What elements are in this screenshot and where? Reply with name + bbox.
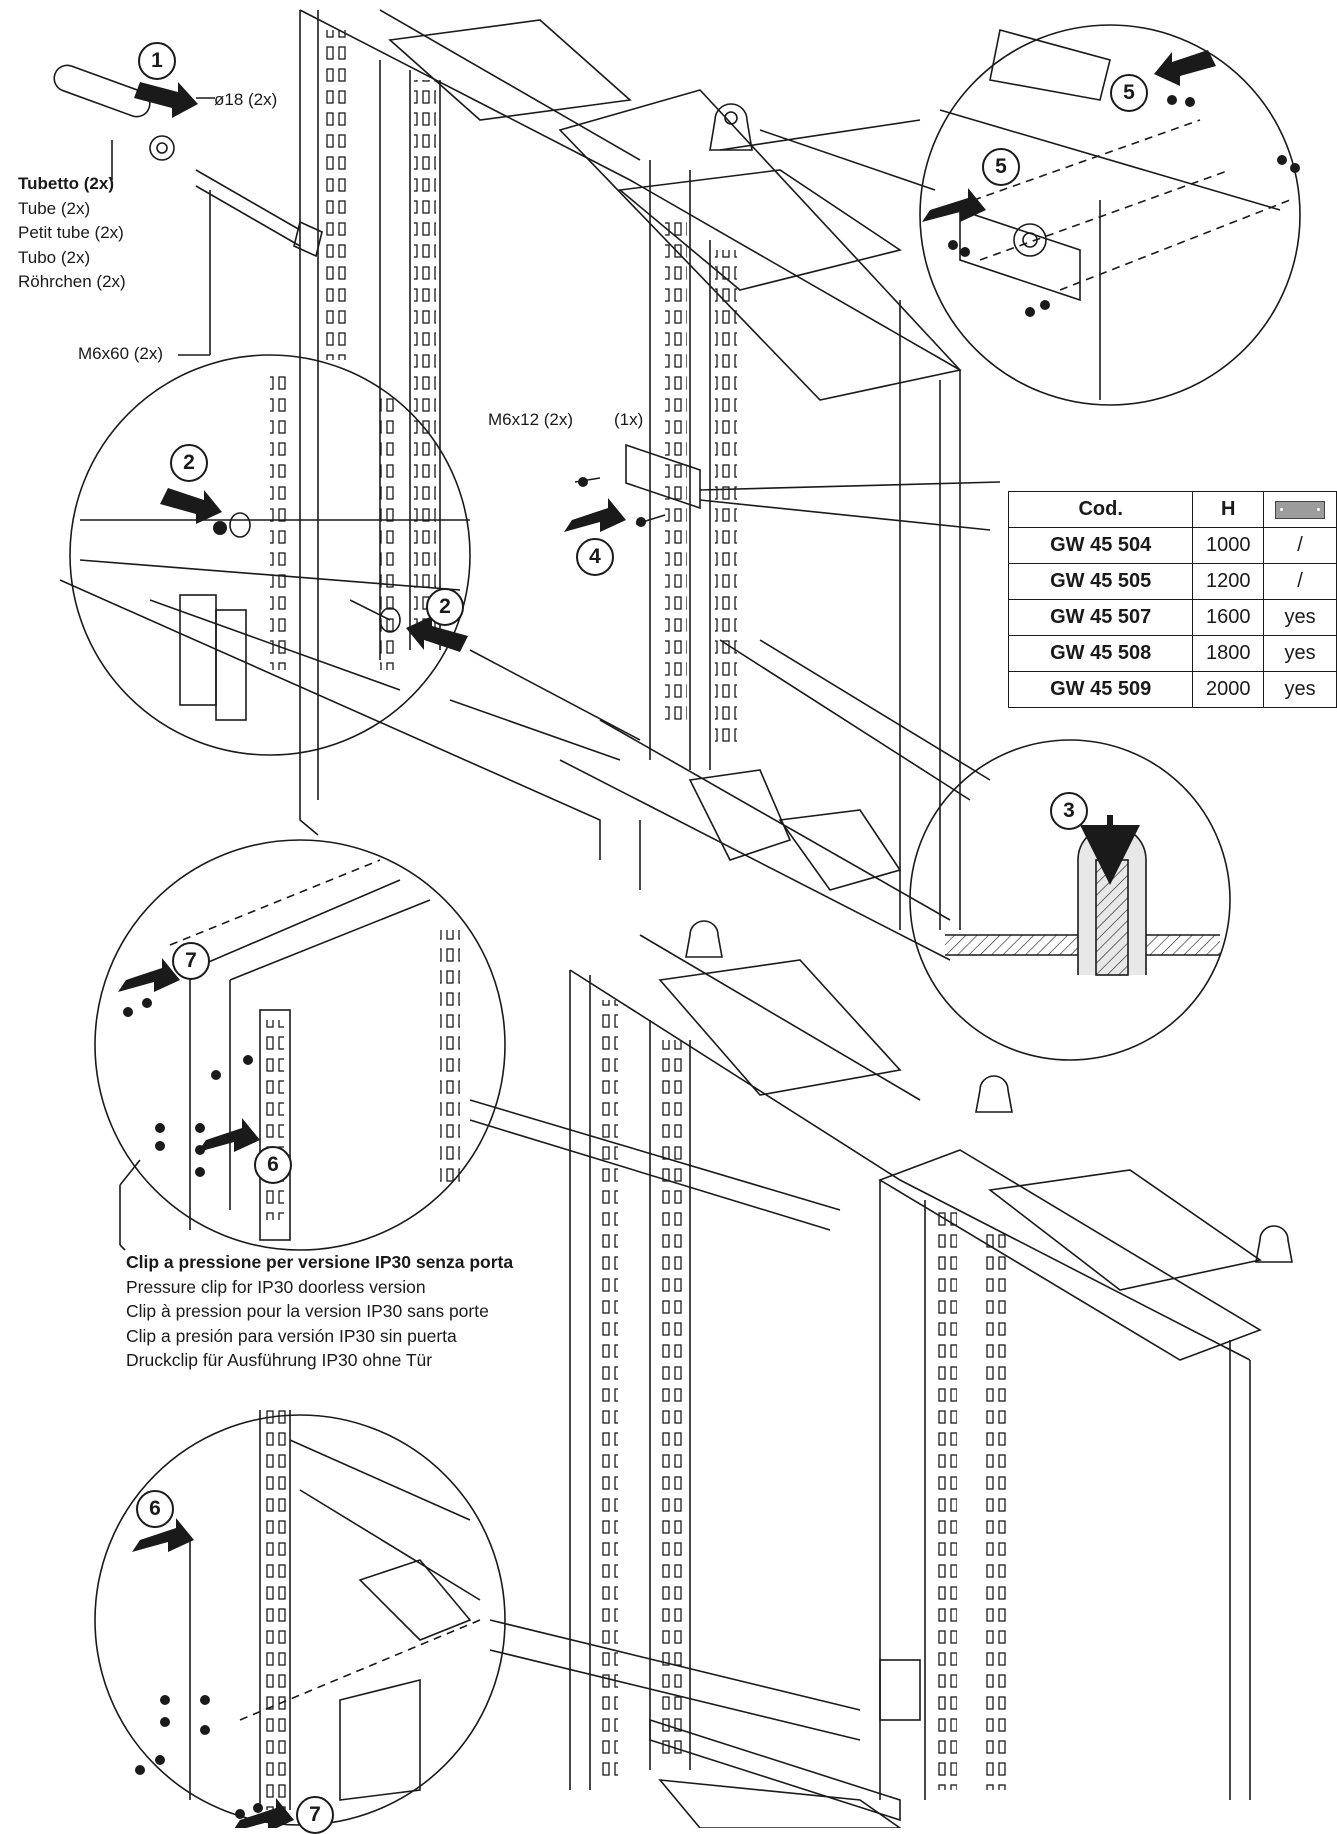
lower-cabinet-assembly: [569, 920, 1293, 1828]
header-panel: [1263, 491, 1337, 528]
clip-name-en: Pressure clip for IP30 doorless version: [126, 1276, 426, 1297]
clip-name-block: Clip a pressione per versione IP30 senza…: [126, 1250, 513, 1373]
bolt-m6x60-label: M6x60 (2x): [78, 344, 164, 363]
row-height: 1000: [1192, 527, 1265, 564]
row-panel: yes: [1263, 671, 1337, 708]
step-3-marker: 3: [1050, 792, 1088, 830]
upper-cabinet-assembly: [59, 9, 1001, 961]
tube-name-de: Röhrchen (2x): [18, 272, 126, 291]
clip-name-es: Clip a presión para versión IP30 sin pue…: [126, 1325, 457, 1346]
table-header-row: Cod. H: [1007, 491, 1337, 528]
table-row: GW 45 508 1800 yes: [1007, 635, 1337, 672]
bolt-m6x12-label: M6x12 (2x): [488, 410, 574, 429]
step-5-marker: 5: [982, 148, 1020, 186]
header-code: Cod.: [1007, 491, 1194, 528]
tube-name-en: Tube (2x): [18, 198, 91, 218]
panel-icon: [1275, 500, 1326, 519]
row-height: 1600: [1192, 599, 1265, 636]
row-panel: /: [1263, 527, 1337, 564]
tube-name-it: Tubetto (2x): [18, 174, 115, 193]
tube-name-block: Tubetto (2x) Tube (2x) Petit tube (2x) T…: [18, 172, 126, 295]
tube-name-fr: Petit tube (2x): [18, 223, 124, 242]
table-row: GW 45 505 1200 /: [1007, 563, 1337, 600]
row-height: 1200: [1192, 563, 1265, 600]
row-panel: /: [1263, 563, 1337, 600]
row-code: GW 45 504: [1007, 527, 1194, 564]
row-panel: yes: [1263, 635, 1337, 672]
row-panel: yes: [1263, 599, 1337, 636]
row-height: 2000: [1192, 671, 1265, 708]
clip-name-it: Clip a pressione per versione IP30 senza…: [126, 1252, 514, 1272]
tube-name-es: Tubo (2x): [18, 247, 91, 267]
step-5-marker: 5: [1110, 74, 1148, 112]
detail-tube-bolt: [53, 64, 323, 356]
table-row: GW 45 504 1000 /: [1007, 527, 1337, 564]
step-2-marker: 2: [426, 588, 464, 626]
detail-circle-3: [719, 639, 1231, 1061]
clip-name-fr: Clip à pression pour la version IP30 san…: [126, 1301, 489, 1321]
step-7-marker: 7: [172, 942, 210, 980]
row-code: GW 45 509: [1007, 671, 1194, 708]
detail-circle-6-7-upper: [94, 839, 841, 1251]
product-code-table: Cod. H GW 45 504 1000 / GW 45 505 1200 /…: [1007, 491, 1337, 708]
table-row: GW 45 509 2000 yes: [1007, 671, 1337, 708]
header-height: H: [1192, 491, 1265, 528]
row-code: GW 45 507: [1007, 599, 1194, 636]
step-1-marker: 1: [138, 42, 176, 80]
table-row: GW 45 507 1600 yes: [1007, 599, 1337, 636]
detail-circle-5: [719, 24, 1301, 406]
step-6-marker: 6: [254, 1146, 292, 1184]
step-6-marker: 6: [136, 1490, 174, 1528]
row-height: 1800: [1192, 635, 1265, 672]
step-4-marker: 4: [576, 538, 614, 576]
detail-circle-2: [69, 354, 641, 761]
washer-diameter-label: ø18 (2x): [214, 90, 278, 109]
step-2-marker: 2: [170, 444, 208, 482]
row-code: GW 45 508: [1007, 635, 1194, 672]
detail-circle-6-7-lower: [94, 1410, 861, 1826]
step-7-marker: 7: [296, 1796, 334, 1834]
row-code: GW 45 505: [1007, 563, 1194, 600]
clip-name-de: Druckclip für Ausführung IP30 ohne Tür: [126, 1350, 433, 1370]
bracket-qty-label: (1x): [614, 410, 644, 429]
direction-arrows: [118, 50, 1216, 1828]
